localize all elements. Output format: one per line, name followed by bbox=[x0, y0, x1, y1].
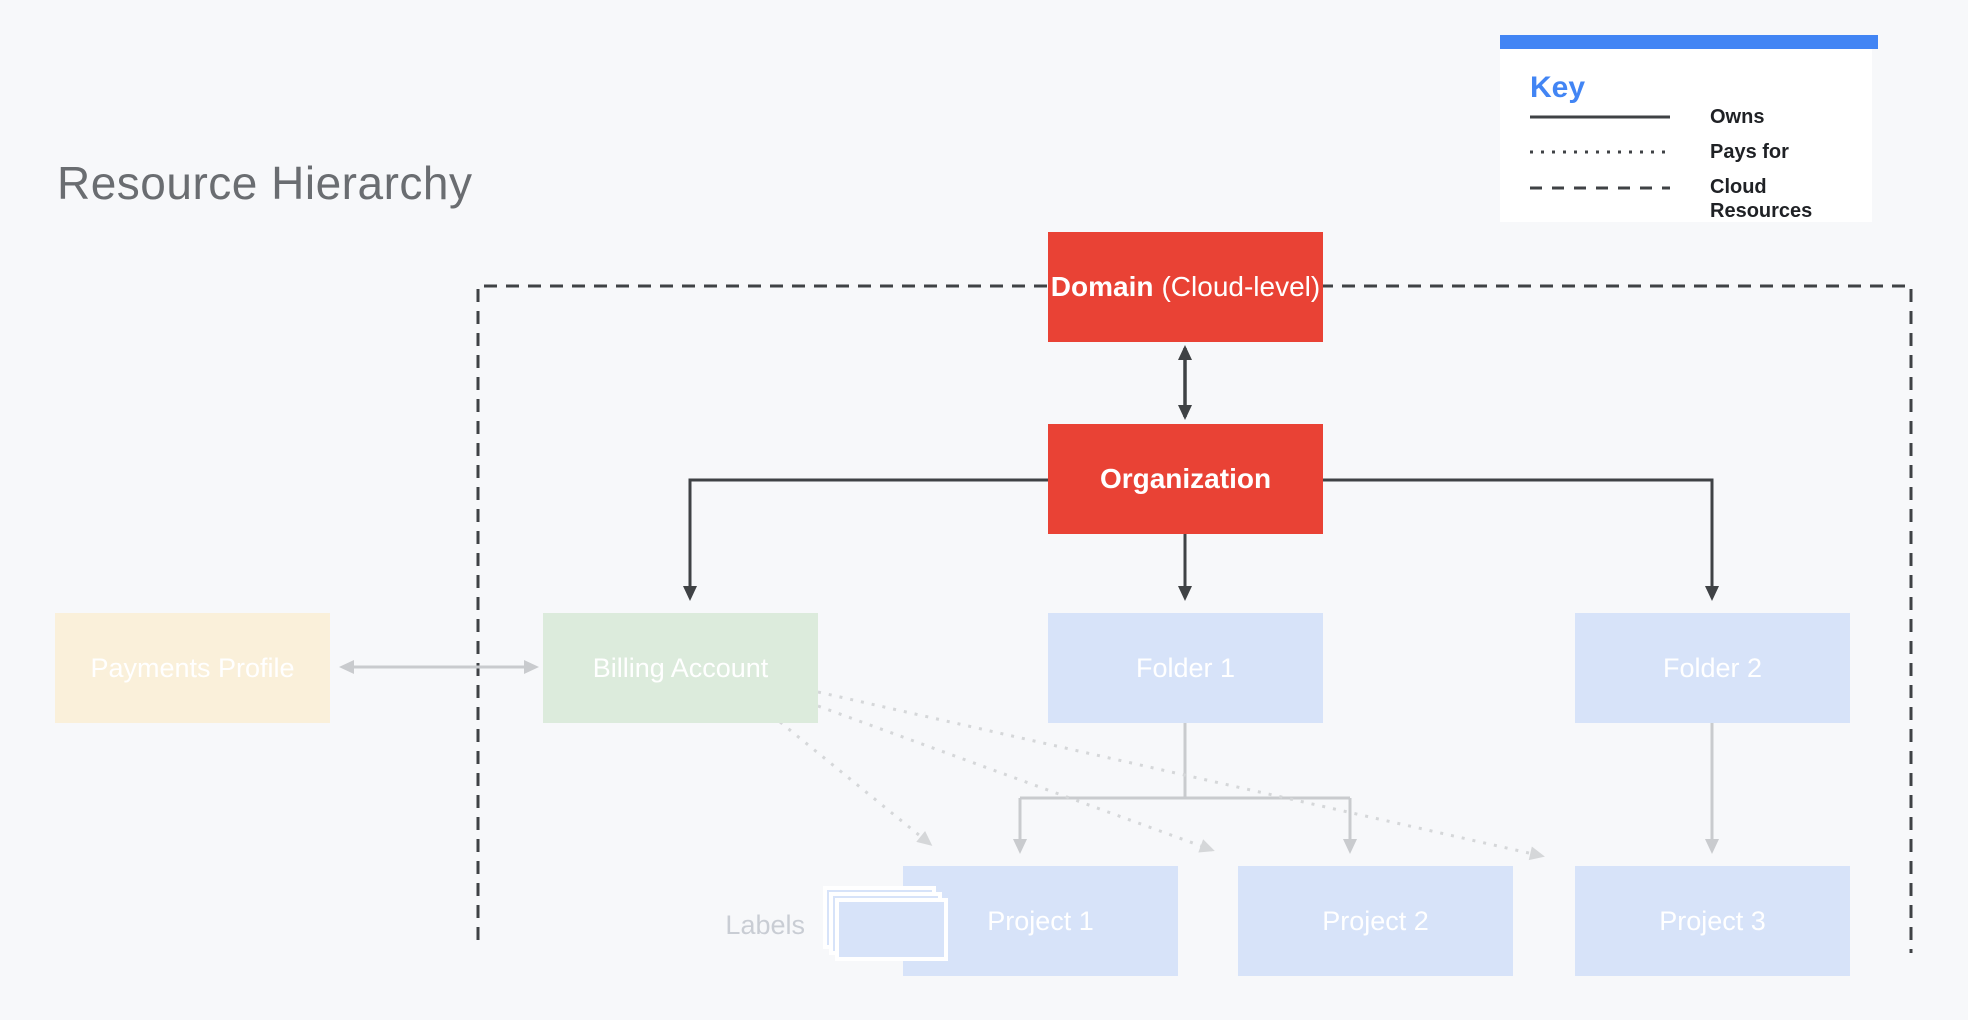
organization-label: Organization bbox=[1099, 463, 1272, 494]
folder-2-label: Folder 2 bbox=[1662, 652, 1763, 683]
project-1-label: Project 1 bbox=[987, 905, 1094, 936]
folder-1-label: Folder 1 bbox=[1135, 652, 1236, 683]
label-card-front bbox=[835, 898, 948, 961]
domain-label: Domain bbox=[1050, 271, 1154, 302]
project-2-label: Project 2 bbox=[1322, 905, 1429, 936]
domain-sublabel: (Cloud-level) bbox=[1161, 271, 1321, 302]
node-payments-profile: Payments Profile bbox=[55, 613, 330, 723]
node-project-2: Project 2 bbox=[1238, 866, 1513, 976]
page-title: Resource Hierarchy bbox=[57, 157, 473, 209]
node-project-3: Project 3 bbox=[1575, 866, 1850, 976]
legend-accent-bar bbox=[1500, 35, 1878, 49]
legend-panel: Key Owns Pays for Cloud Resources bbox=[1500, 49, 1872, 222]
arrow-organization-billing-account bbox=[683, 478, 1048, 601]
legend-label-owns: Owns bbox=[1710, 106, 1765, 128]
legend-label-pays-for: Pays for bbox=[1710, 141, 1789, 163]
project-3-label: Project 3 bbox=[1659, 905, 1766, 936]
legend-line-dotted-icon bbox=[1530, 150, 1670, 154]
paysfor-billing-project-3 bbox=[817, 690, 1545, 861]
labels-caption: Labels bbox=[725, 910, 805, 940]
line-folder-1-branch bbox=[1020, 723, 1350, 800]
legend-line-solid-icon bbox=[1530, 115, 1670, 119]
node-project-1: Project 1 bbox=[903, 866, 1178, 976]
billing-account-label: Billing Account bbox=[592, 652, 769, 683]
arrow-organization-folder-2 bbox=[1323, 478, 1719, 601]
legend: Key Owns Pays for Cloud Resources bbox=[1500, 35, 1878, 222]
legend-heading: Key bbox=[1530, 71, 1586, 104]
paysfor-billing-project-1 bbox=[779, 720, 933, 846]
node-folder-1: Folder 1 bbox=[1048, 613, 1323, 723]
legend-line-dashed-icon bbox=[1530, 186, 1670, 190]
paysfor-billing-project-2 bbox=[817, 704, 1215, 853]
node-billing-account: Billing Account bbox=[543, 613, 818, 723]
legend-label-cloud-resources: Cloud Resources bbox=[1710, 176, 1813, 222]
label-cards-icon bbox=[823, 886, 953, 966]
node-domain: Domain (Cloud-level) bbox=[1048, 232, 1323, 342]
node-organization: Organization bbox=[1048, 424, 1323, 534]
payments-profile-label: Payments Profile bbox=[90, 652, 295, 683]
node-folder-2: Folder 2 bbox=[1575, 613, 1850, 723]
